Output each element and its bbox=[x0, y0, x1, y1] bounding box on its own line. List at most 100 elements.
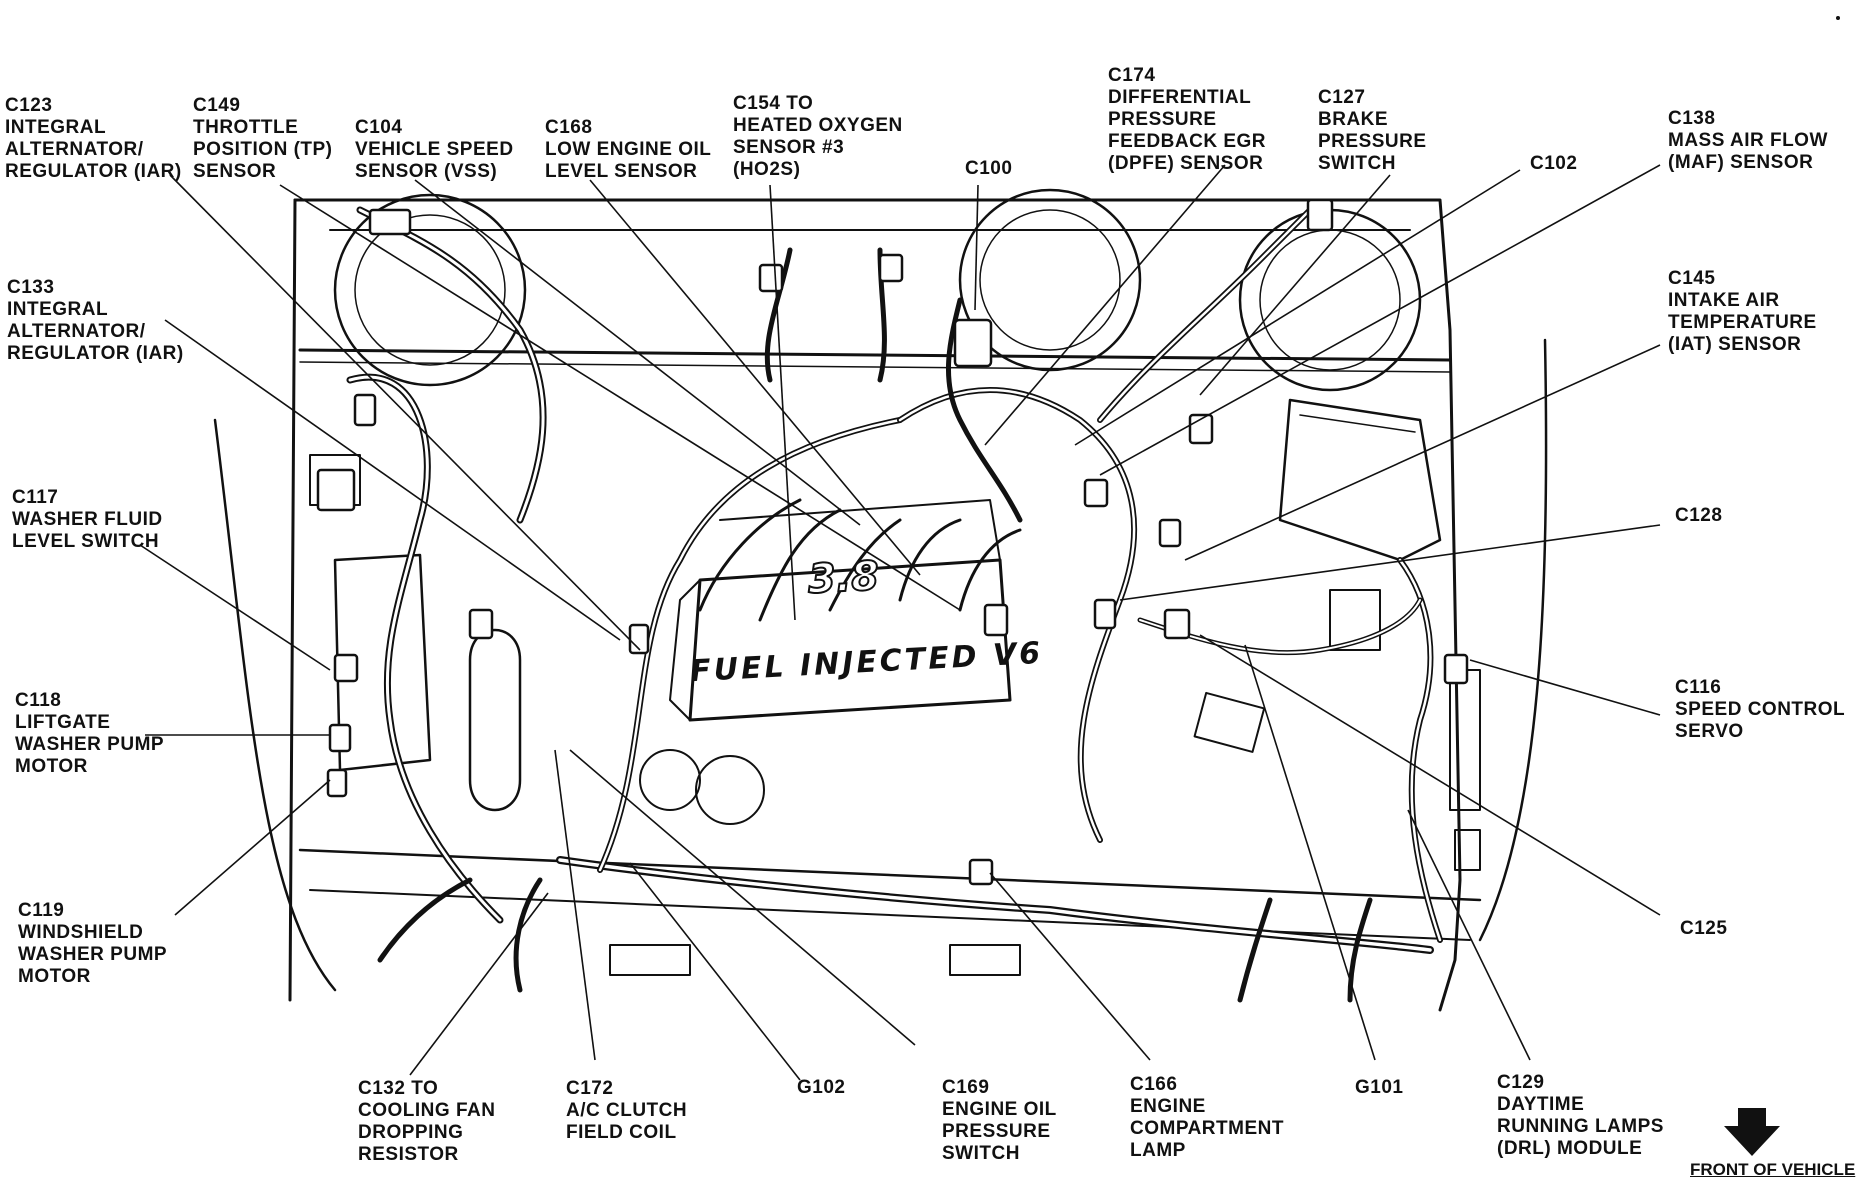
callout-line: C117 bbox=[12, 487, 59, 508]
callout-line: PRESSURE bbox=[1318, 131, 1427, 152]
callout-line: C132 TO bbox=[358, 1078, 439, 1099]
callout-line: G102 bbox=[797, 1077, 846, 1098]
callout-line: SWITCH bbox=[1318, 153, 1396, 174]
callout-leader-lines bbox=[139, 164, 1661, 1081]
callout-line: MOTOR bbox=[18, 966, 91, 987]
callout-line: SENSOR #3 bbox=[733, 137, 845, 158]
callout-c128: C128 bbox=[1675, 505, 1722, 527]
callout-line: C133 bbox=[7, 277, 55, 298]
callout-line: INTEGRAL bbox=[7, 299, 109, 320]
callout-line: VEHICLE SPEED bbox=[355, 139, 514, 160]
callout-line: REGULATOR (IAR) bbox=[5, 161, 182, 182]
callout-line: HEATED OXYGEN bbox=[733, 115, 903, 136]
callout-line: FEEDBACK EGR bbox=[1108, 131, 1267, 152]
callout-line: ALTERNATOR/ bbox=[5, 139, 144, 160]
callout-line: COMPARTMENT bbox=[1130, 1118, 1284, 1139]
callout-line: LOW ENGINE OIL bbox=[545, 139, 712, 160]
callout-line: A/C CLUTCH bbox=[566, 1100, 688, 1121]
callout-line: (DRL) MODULE bbox=[1497, 1138, 1643, 1159]
callout-line: ALTERNATOR/ bbox=[7, 321, 146, 342]
callout-line: POSITION (TP) bbox=[193, 139, 333, 160]
callout-line: C125 bbox=[1680, 918, 1728, 939]
callout-line: ENGINE OIL bbox=[942, 1099, 1057, 1120]
callout-line: WASHER FLUID bbox=[12, 509, 163, 530]
callout-line: DIFFERENTIAL bbox=[1108, 87, 1252, 108]
callout-line: C127 bbox=[1318, 87, 1366, 108]
callout-line: C104 bbox=[355, 117, 403, 138]
callout-line: COOLING FAN bbox=[358, 1100, 496, 1121]
callout-line: DROPPING bbox=[358, 1122, 464, 1143]
callout-line: C172 bbox=[566, 1078, 614, 1099]
callout-line: BRAKE bbox=[1318, 109, 1389, 130]
callout-line: C154 TO bbox=[733, 93, 814, 114]
callout-g102: G102 bbox=[797, 1077, 845, 1099]
callout-line: LEVEL SWITCH bbox=[12, 531, 160, 552]
callout-line: (IAT) SENSOR bbox=[1668, 334, 1802, 355]
engine-size-badge: 3.8 bbox=[806, 552, 881, 604]
callout-line: (DPFE) SENSOR bbox=[1108, 153, 1264, 174]
callout-line: C169 bbox=[942, 1077, 990, 1098]
callout-line: FIELD COIL bbox=[566, 1122, 677, 1143]
callout-line: C118 bbox=[15, 690, 62, 711]
callout-c102: C102 bbox=[1530, 153, 1577, 175]
callout-line: SPEED CONTROL bbox=[1675, 699, 1846, 720]
callout-line: C129 bbox=[1497, 1072, 1545, 1093]
callout-line: WINDSHIELD bbox=[18, 922, 144, 943]
callout-line: MASS AIR FLOW bbox=[1668, 130, 1828, 151]
callout-line: RESISTOR bbox=[358, 1144, 459, 1165]
callout-line: C149 bbox=[193, 95, 241, 116]
callout-line: SWITCH bbox=[942, 1143, 1020, 1164]
callout-line: C119 bbox=[18, 900, 65, 921]
front-of-vehicle-label: FRONT OF VEHICLE bbox=[1690, 1160, 1856, 1179]
callout-line: (HO2S) bbox=[733, 159, 801, 180]
corner-dot bbox=[1836, 16, 1840, 20]
callout-line: PRESSURE bbox=[942, 1121, 1051, 1142]
callout-line: PRESSURE bbox=[1108, 109, 1217, 130]
callout-line: LAMP bbox=[1130, 1140, 1186, 1161]
callout-line: DAYTIME bbox=[1497, 1094, 1585, 1115]
callout-line: LEVEL SENSOR bbox=[545, 161, 698, 182]
callout-line: THROTTLE bbox=[193, 117, 299, 138]
callout-line: INTAKE AIR bbox=[1668, 290, 1780, 311]
callout-line: SERVO bbox=[1675, 721, 1744, 742]
callout-line: SENSOR bbox=[193, 161, 277, 182]
callout-line: C168 bbox=[545, 117, 593, 138]
callout-line: SENSOR (VSS) bbox=[355, 161, 498, 182]
callout-line: C174 bbox=[1108, 65, 1156, 86]
callout-line: C128 bbox=[1675, 505, 1723, 526]
callout-line: ENGINE bbox=[1130, 1096, 1206, 1117]
callout-line: (MAF) SENSOR bbox=[1668, 152, 1814, 173]
callout-line: REGULATOR (IAR) bbox=[7, 343, 184, 364]
callout-line: INTEGRAL bbox=[5, 117, 107, 138]
callout-c125: C125 bbox=[1680, 918, 1727, 940]
front-of-vehicle-arrow-icon bbox=[1724, 1108, 1780, 1156]
engine-compartment-illustration bbox=[213, 188, 1548, 1012]
callout-line: MOTOR bbox=[15, 756, 88, 777]
callout-line: C166 bbox=[1130, 1074, 1178, 1095]
callout-c100: C100 bbox=[965, 158, 1012, 180]
callout-line: C100 bbox=[965, 158, 1013, 179]
callout-line: WASHER PUMP bbox=[15, 734, 165, 755]
callout-line: G101 bbox=[1355, 1077, 1404, 1098]
callout-line: C138 bbox=[1668, 108, 1716, 129]
callout-line: LIFTGATE bbox=[15, 712, 111, 733]
callout-line: C102 bbox=[1530, 153, 1578, 174]
